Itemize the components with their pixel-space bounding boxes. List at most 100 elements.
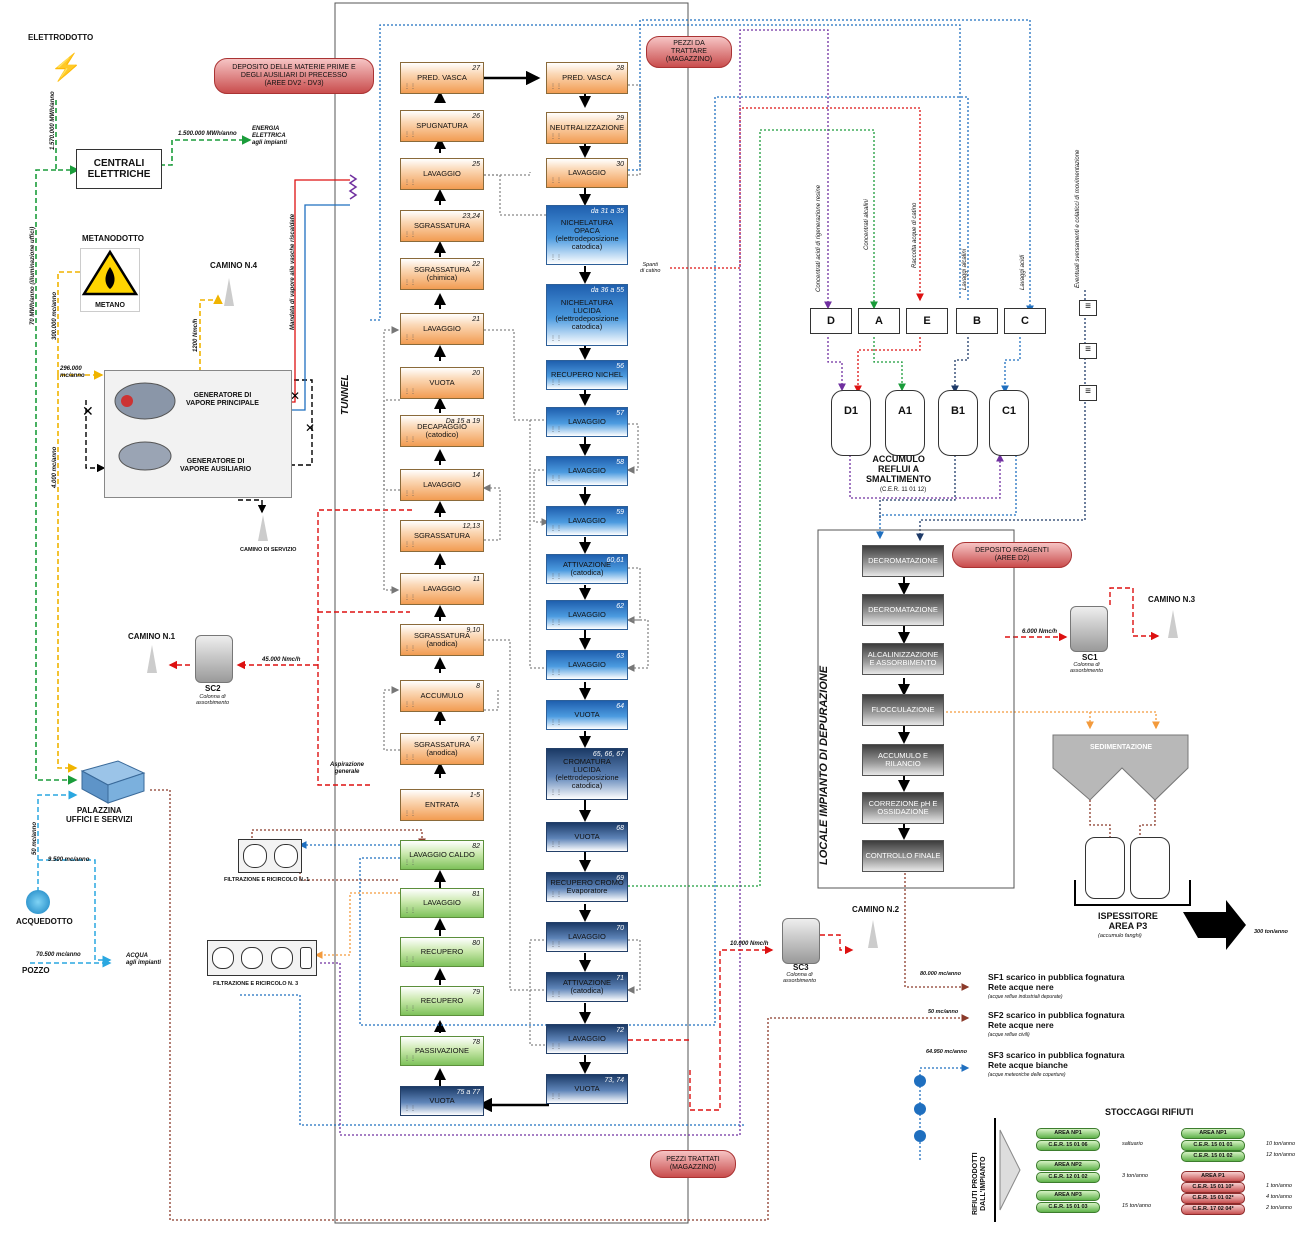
step-number: 60,61	[606, 557, 624, 564]
list-icon: ≡	[1079, 300, 1097, 316]
tank-fitting-icon: ⋮⋮	[550, 992, 562, 998]
rifiuto-qty: 1 ton/anno	[1266, 1183, 1292, 1189]
step-label: LAVAGGIO	[423, 898, 461, 907]
tank-fitting-icon: ⋮⋮	[404, 84, 416, 90]
filtrazione1-label: FILTRAZIONE E RICIRCOLO N. 1	[224, 877, 310, 883]
step-number: 78	[472, 1039, 480, 1046]
tank-fitting-icon: ⋮⋮	[404, 180, 416, 186]
step-label: LAVAGGIO	[568, 466, 606, 475]
step-number: 82	[472, 843, 480, 850]
accumulo-cer: (C.E.R. 11 01 12)	[880, 487, 927, 493]
tank-fitting-icon: ⋮⋮	[550, 574, 562, 580]
tank-fitting-icon: ⋮⋮	[404, 437, 416, 443]
waste-area-badge: AREA NP3	[1036, 1190, 1100, 1201]
gen-ausiliario-label: GENERATORE DI VAPORE AUSILIARIO	[180, 458, 252, 473]
rifiuto-qty: 4 ton/anno	[1266, 1194, 1292, 1200]
aspirazione-label: Aspirazione generale	[330, 762, 365, 775]
step-number: 68	[616, 825, 624, 832]
depurazione-step: CONTROLLO FINALE	[862, 840, 944, 872]
vapore-note: Mandata di vapore alle vasche riscaldate	[290, 213, 296, 330]
acquedotto-label: ACQUEDOTTO	[16, 917, 73, 926]
step-number: 58	[616, 459, 624, 466]
deposito-materie-prime: DEPOSITO DELLE MATERIE PRIME E DEGLI AUS…	[214, 58, 374, 94]
rifiuto-qty: 2 ton/anno	[1266, 1205, 1292, 1211]
waste-area-badge: AREA NP2	[1036, 1160, 1100, 1171]
step-label: LAVAGGIO	[568, 417, 606, 426]
step-number: 65, 66, 67	[592, 751, 624, 758]
collector-tank: A	[858, 308, 900, 334]
step-label: ATTIVAZIONE (catodica)	[562, 978, 612, 995]
step-label: SPUGNATURA	[416, 121, 468, 130]
tank-fitting-icon: ⋮⋮	[550, 336, 562, 342]
accumulo-drum: B1	[938, 390, 978, 456]
chimney-icon	[1168, 610, 1178, 638]
step-number: 20	[472, 370, 480, 377]
lightning-icon: ⚡	[50, 52, 83, 82]
tank-fitting-icon: ⋮⋮	[404, 1106, 416, 1112]
ispessitore-tank	[1130, 837, 1170, 899]
step-number: 27	[472, 65, 480, 72]
step-number: 8	[476, 683, 480, 690]
rifiuti-side-label: RIFIUTI PRODOTTI DALL'IMPIANTO	[972, 1152, 987, 1215]
tank-fitting-icon: ⋮⋮	[404, 811, 416, 817]
collector-note: Raccolta acque di catino	[912, 202, 918, 268]
depurazione-step: ALCALINIZZAZIONE E ASSORBIMENTO	[862, 643, 944, 675]
step-number: 21	[472, 316, 480, 323]
waste-area-badge: AREA NP1	[1036, 1128, 1100, 1139]
step-label: SGRASSATURA (anodica)	[413, 631, 471, 648]
step-label: VUOTA	[574, 1084, 600, 1093]
tank-fitting-icon: ⋮⋮	[550, 720, 562, 726]
tank-fitting-icon: ⋮⋮	[404, 335, 416, 341]
step-label: VUOTA	[574, 832, 600, 841]
collector-note: Concentrati alcalini	[864, 199, 870, 250]
tank-fitting-icon: ⋮⋮	[404, 957, 416, 963]
metano-uffici-flow: 4.000 mc/anno	[52, 446, 58, 488]
scarico-flow: 64.950 mc/anno	[926, 1049, 967, 1055]
step-number: 59	[616, 509, 624, 516]
tank-fitting-icon: ⋮⋮	[550, 620, 562, 626]
step-label: LAVAGGIO	[423, 480, 461, 489]
step-number: 70	[616, 925, 624, 932]
energia-flow: 1.500.000 MWh/anno	[178, 131, 237, 137]
step-number: 22	[472, 261, 480, 268]
sc3-flow: 10.000 Nmc/h	[730, 941, 769, 947]
tank-fitting-icon: ⋮⋮	[550, 84, 562, 90]
manhole-icon	[914, 1103, 926, 1115]
energia-elettrica-label: ENERGIA ELETTRICA agli impianti	[252, 126, 288, 146]
step-label: CORREZIONE pH E OSSIDAZIONE	[868, 799, 938, 816]
list-icon: ≡	[1079, 385, 1097, 401]
sc1-desc: Colonna di assorbimento	[1070, 662, 1104, 674]
manhole-icon	[914, 1075, 926, 1087]
step-label: LAVAGGIO	[568, 660, 606, 669]
fanghi-flow: 300 ton/anno	[1254, 929, 1288, 935]
tank-fitting-icon: ⋮⋮	[550, 1094, 562, 1100]
step-number: 72	[616, 1027, 624, 1034]
faucet-icon	[26, 890, 50, 914]
step-number: 14	[472, 472, 480, 479]
tank-fitting-icon: ⋮⋮	[550, 526, 562, 532]
step-number: 30	[616, 161, 624, 168]
filtrazione3-label: FILTRAZIONE E RICIRCOLO N. 3	[213, 981, 299, 987]
rifiuto-qty: 10 ton/anno	[1266, 1141, 1296, 1147]
tank-fitting-icon: ⋮⋮	[404, 542, 416, 548]
step-label: NICHELATURA LUCIDA (elettrodeposizione c…	[555, 298, 619, 331]
acq-flow1: 50 mc/anno	[32, 821, 38, 855]
step-label: NEUTRALIZZAZIONE	[549, 123, 625, 132]
step-number: 75 a 77	[456, 1089, 480, 1096]
chimney-icon	[224, 278, 234, 306]
sc1-flow: 6.000 Nmc/h	[1022, 629, 1058, 635]
step-number: 25	[472, 161, 480, 168]
sedimentazione-label: SEDIMENTAZIONE	[1090, 744, 1153, 751]
step-label: DECROMATAZIONE	[868, 556, 938, 565]
step-number: 12,13	[462, 523, 480, 530]
step-label: ENTRATA	[425, 800, 459, 809]
